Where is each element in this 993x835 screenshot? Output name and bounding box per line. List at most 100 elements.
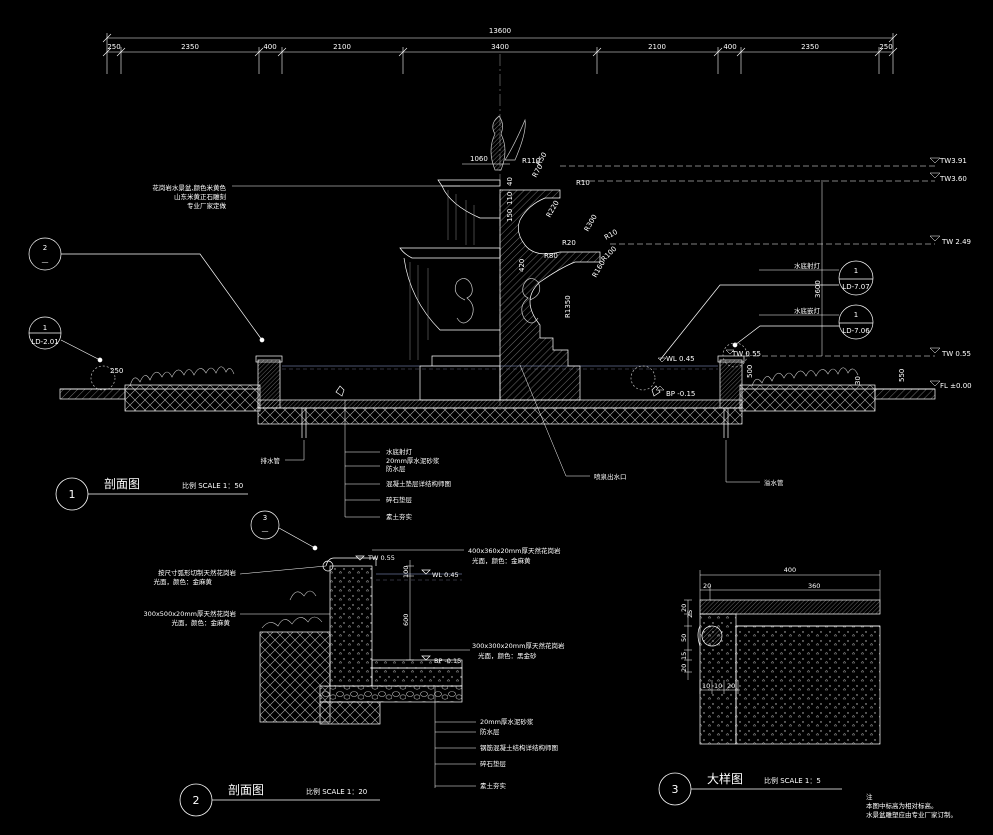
label-s2-mortar: 20mm厚水泥砂浆 — [480, 717, 534, 726]
callout-r2-sub: LD-7.06 — [842, 327, 870, 335]
label-s2-top-2: 光面，颜色：金麻黄 — [472, 556, 531, 565]
label-s2-dim-100: 100 — [402, 566, 410, 578]
dim-seg-3: 400 — [263, 43, 276, 51]
elev-tw055-right: TW 0.55 — [941, 350, 971, 358]
label-s2-wl: WL 0.45 — [432, 571, 459, 579]
label-s2-top-1: 400x360x20mm厚天然花岗岩 — [468, 546, 561, 555]
elev-tw360: TW3.60 — [939, 175, 967, 183]
title-3-scale: 比例 SCALE 1：5 — [764, 776, 821, 785]
label-s2-dim-600: 600 — [402, 614, 410, 626]
detail-3-dimensions: 400 20 360 20 25 50 15 20 10 10 20 — [680, 566, 820, 690]
dim-seg-8: 2350 — [801, 43, 819, 51]
elev-tw391: TW3.91 — [939, 157, 967, 165]
detail-v15: 15 — [680, 652, 688, 660]
label-s2-waterproof: 防水层 — [480, 727, 500, 736]
callout-3-sub: — — [262, 527, 269, 535]
elev-tw055-mid: TW 0.55 — [731, 350, 761, 358]
detail-v50: 50 — [680, 634, 688, 642]
dim-500: 500 — [746, 365, 754, 378]
callout-r1-sub: LD-7.07 — [842, 283, 869, 291]
dim-seg-6: 2100 — [648, 43, 666, 51]
dim-3600: 3600 — [814, 280, 822, 298]
dim-r1350: R1350 — [564, 295, 572, 318]
section-2-labels: 400x360x20mm厚天然花岗岩 光面，颜色：金麻黄 按尺寸弧形切制天然花岗… — [144, 546, 565, 790]
label-drain: 排水管 — [261, 456, 281, 465]
title-3-name: 大样图 — [707, 771, 743, 786]
label-s1-gravel: 碎石垫层 — [386, 495, 413, 504]
label-basin-2: 山东米黄正石雕刻 — [174, 192, 226, 201]
dim-seg-7: 400 — [723, 43, 736, 51]
elevation-markers: TW3.91 TW3.60 TW 2.49 TW 0.55 FL ±0.00 W… — [560, 157, 972, 398]
dim-seg-5: 3400 — [491, 43, 509, 51]
dim-seg-2: 2350 — [181, 43, 199, 51]
elev-wl045: WL 0.45 — [666, 355, 695, 363]
dim-r110: R110 — [522, 157, 540, 165]
label-s2-bottom-1: 300x300x20mm厚天然花岗岩 — [472, 641, 565, 650]
top-dimension-chain: 13600 250 2350 400 2100 3400 2100 400 23… — [102, 27, 898, 74]
detail-v20: 20 — [680, 604, 688, 612]
detail-v20b: 20 — [680, 664, 688, 672]
note-line-1: 本图中标高为相对标高。 — [866, 801, 938, 810]
callout-r1-num: 1 — [854, 267, 858, 275]
notes: 注 本图中标高为相对标高。 水景盆雕塑应由专业厂家订制。 — [866, 792, 957, 819]
dim-110: 110 — [506, 192, 514, 205]
label-s1-underwater-light: 水底射灯 — [386, 447, 413, 456]
detail-h20: 20 — [727, 682, 735, 690]
dim-r20: R20 — [562, 239, 576, 247]
dim-overall: 13600 — [489, 27, 511, 35]
label-nozzle: 喷泉出水口 — [594, 472, 627, 481]
dim-r220: R220 — [545, 199, 561, 219]
label-s1-mortar: 20mm厚水泥砂浆 — [386, 456, 440, 465]
label-s2-soil: 素土夯实 — [480, 781, 507, 790]
detail-3-drawing — [684, 570, 881, 745]
detail-h10b: 10 — [714, 682, 722, 690]
dim-r300: R300 — [583, 213, 599, 233]
detail-dim-20: 20 — [703, 582, 711, 590]
title-section-2: 2 剖面图 比例 SCALE 1：20 — [179, 783, 380, 817]
label-s2-concrete: 钢筋混凝土结构详结构师图 — [480, 743, 558, 752]
dim-seg-1: 250 — [107, 43, 120, 51]
dim-r10a: R10 — [576, 179, 590, 187]
dim-seg-9: 250 — [879, 43, 892, 51]
label-s2-bottom-2: 光面，颜色：黑金砂 — [478, 651, 537, 660]
section-1-drawing — [59, 115, 936, 438]
callout-2-sub: — — [42, 258, 49, 266]
label-basin-3: 专业厂家定做 — [187, 201, 227, 210]
dim-r100: R100 — [600, 245, 619, 264]
title-2-number: 2 — [193, 794, 200, 807]
callout-3-num: 3 — [263, 514, 267, 522]
section-2-drawing — [259, 555, 463, 725]
label-s2-gravel: 碎石垫层 — [480, 759, 507, 768]
label-s2-side-2: 光面，颜色：金麻黄 — [172, 618, 231, 627]
callout-1-num: 1 — [43, 324, 47, 332]
callout-r2-num: 1 — [854, 311, 858, 319]
dim-420: 420 — [518, 259, 526, 272]
detail-dim-360: 360 — [808, 582, 820, 590]
dim-150: 150 — [506, 209, 514, 222]
title-section-3: 3 大样图 比例 SCALE 1：5 — [658, 771, 842, 806]
elev-tw249: TW 2.49 — [941, 238, 971, 246]
label-s2-arc-2: 光面，颜色：金麻黄 — [154, 577, 213, 586]
dim-1060: 1060 — [470, 155, 488, 163]
callout-texts: 2 — 1 LD-2.01 1 LD-7.07 1 LD-7.06 3 — — [31, 244, 870, 535]
title-1-scale: 比例 SCALE 1：50 — [182, 481, 243, 490]
label-s1-soil: 素土夯实 — [386, 512, 413, 521]
dim-40: 40 — [506, 177, 514, 186]
detail-dim-400: 400 — [784, 566, 796, 574]
callout-2-num: 2 — [43, 244, 47, 252]
title-2-name: 剖面图 — [228, 783, 264, 797]
label-overflow: 溢水管 — [764, 478, 784, 487]
dim-r10b: R10 — [603, 228, 619, 242]
label-s2-bp: BP -0.15 — [434, 657, 461, 665]
note-line-2: 水景盆雕塑应由专业厂家订制。 — [866, 810, 957, 819]
label-s2-side-1: 300x500x20mm厚天然花岗岩 — [144, 609, 237, 618]
label-basin-1: 花岗岩水景盆,颜色米黄色 — [152, 183, 226, 192]
callout-1-sub: LD-2.01 — [31, 338, 58, 346]
note-heading: 注 — [866, 792, 873, 801]
dim-30: 30 — [854, 376, 862, 385]
elev-bp015: BP -0.15 — [666, 390, 695, 398]
title-section-1: 1 剖面图 比例 SCALE 1：50 — [55, 477, 248, 511]
label-s1-concrete: 混凝土垫层详结构师图 — [386, 479, 451, 488]
section-1-labels: 花岗岩水景盆,颜色米黄色 山东米黄正石雕刻 专业厂家定做 水底射灯 水底嵌灯 水… — [152, 183, 839, 521]
